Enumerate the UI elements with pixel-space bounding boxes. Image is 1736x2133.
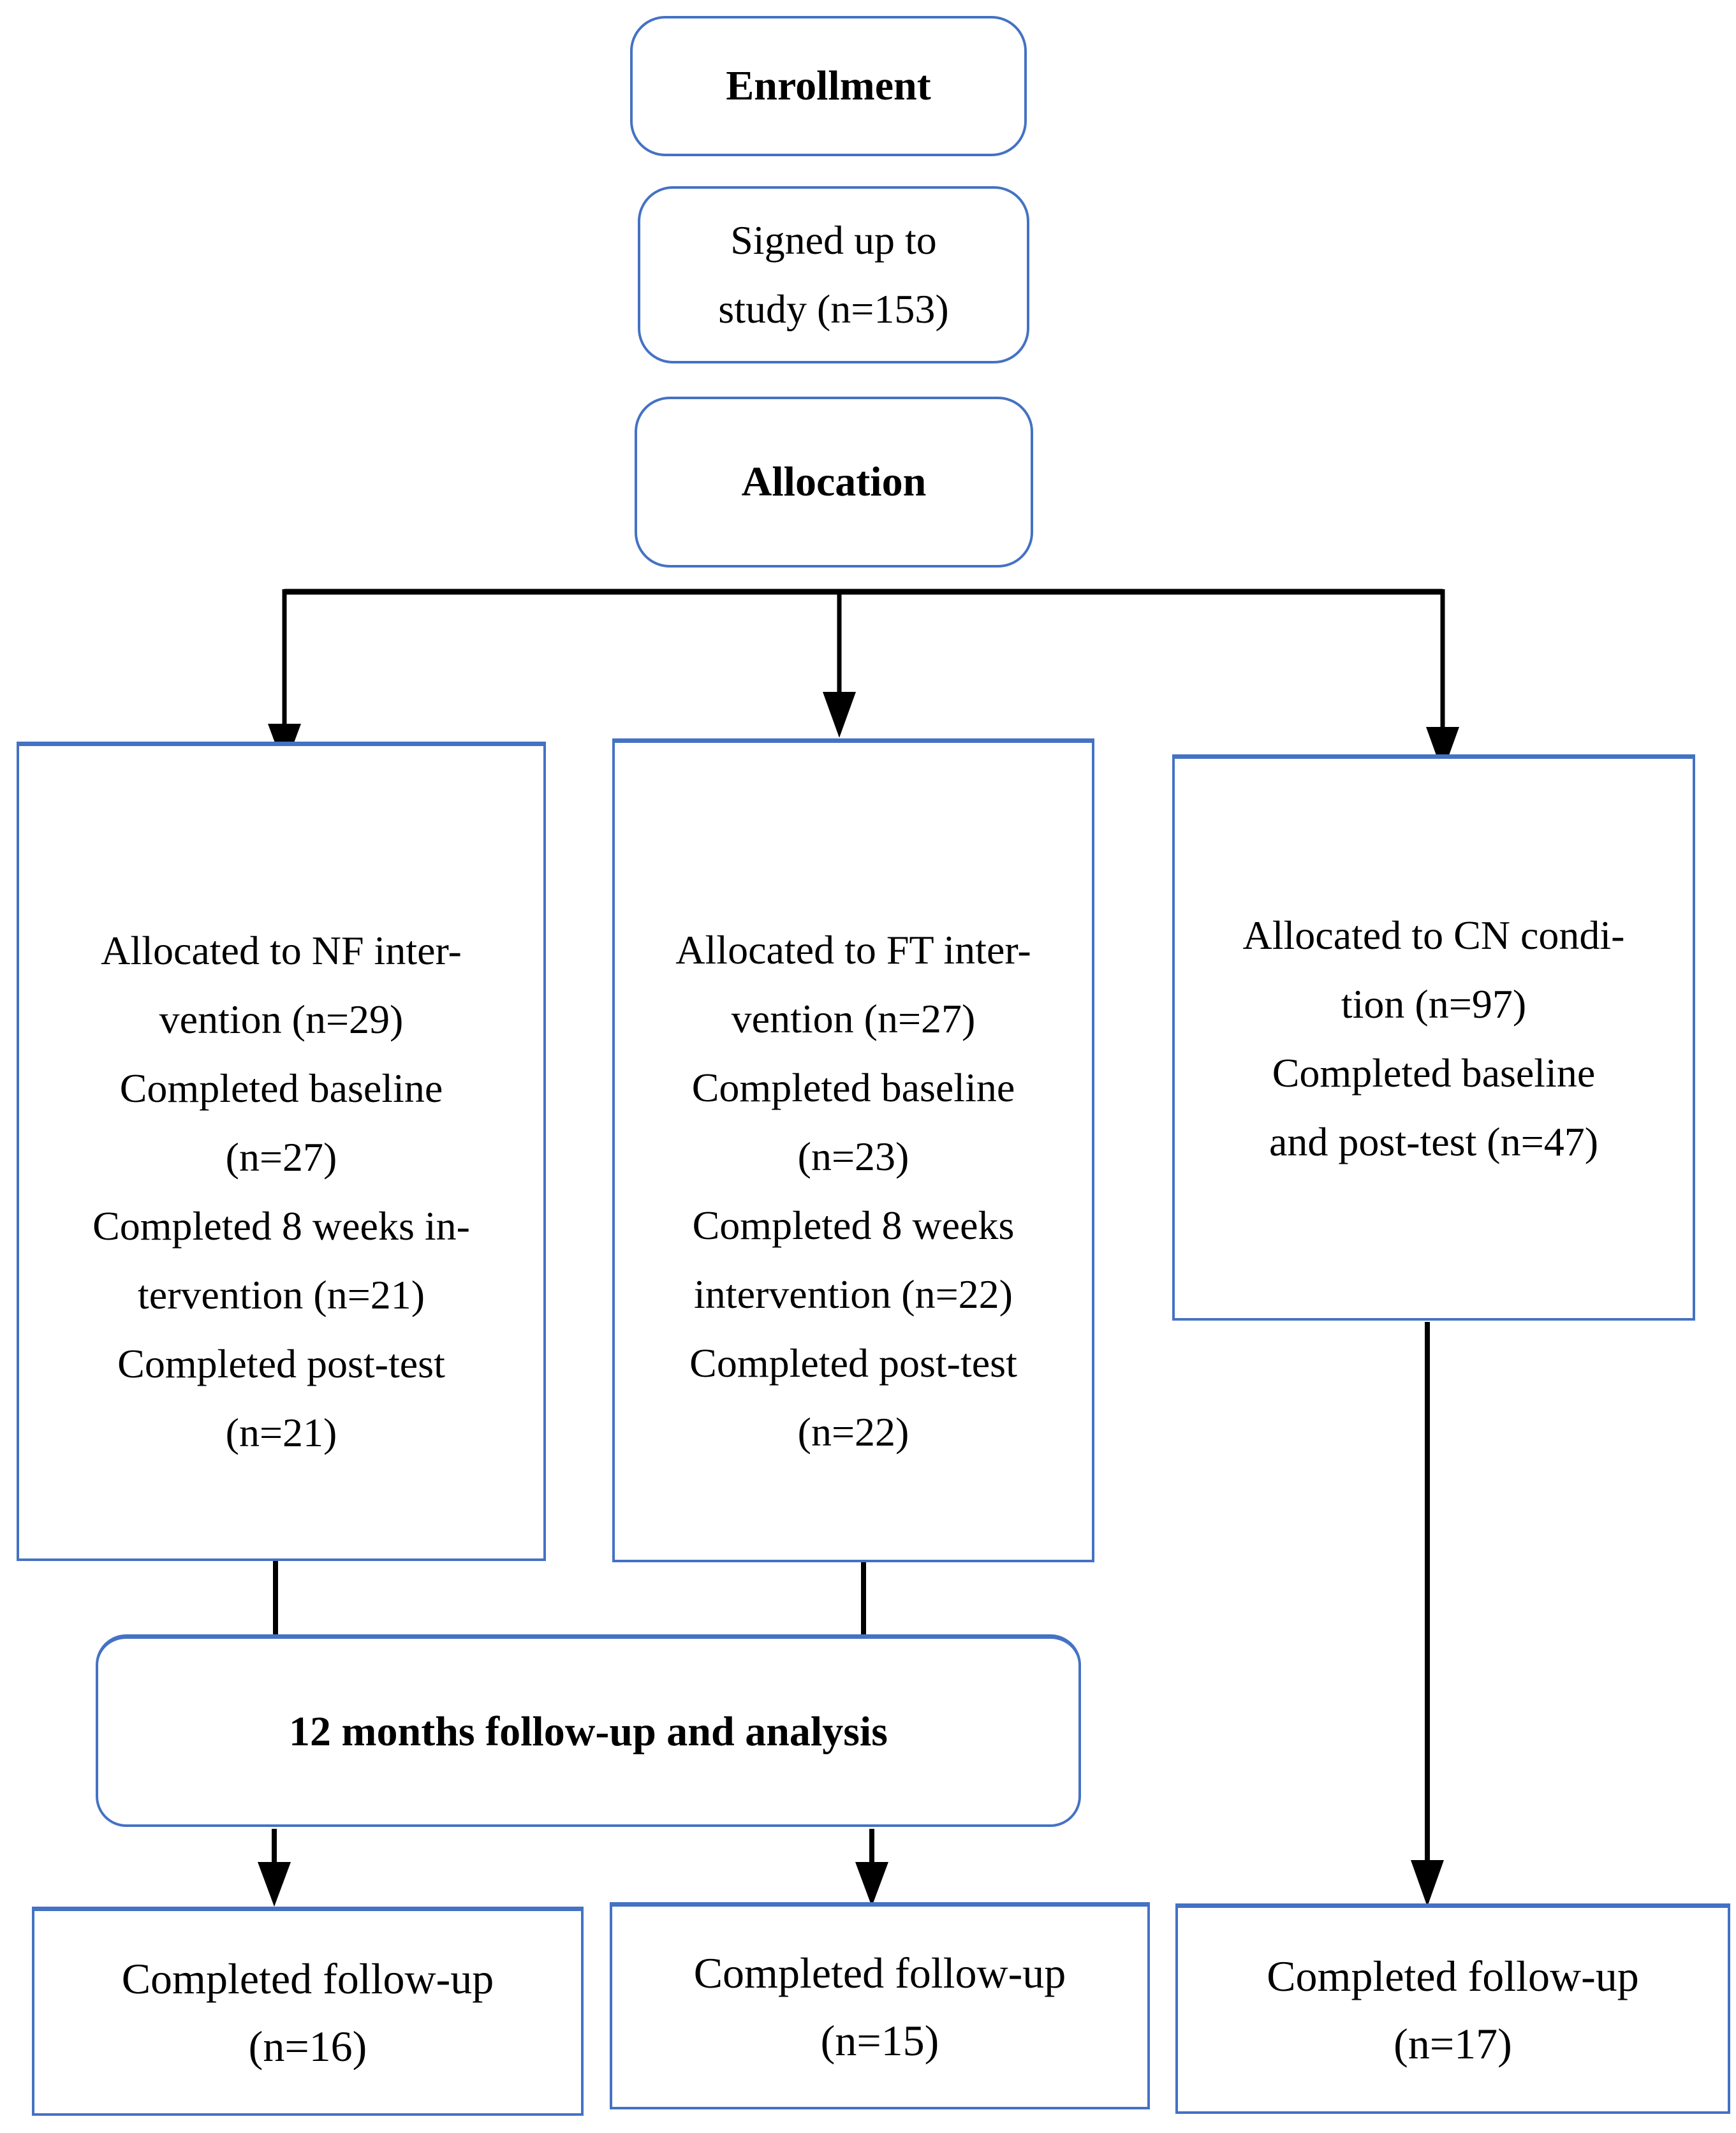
nf-followup-result-box: Completed follow-up(n=16) <box>32 1907 584 2116</box>
followup-analysis-label: 12 months follow-up and analysis <box>289 1708 888 1755</box>
enrollment-label: Enrollment <box>726 62 931 109</box>
cn-followup-result-text: Completed follow-up(n=17) <box>1267 1951 1639 2068</box>
nf-intervention-text: Allocated to NF inter-vention (n=29)Comp… <box>92 928 470 1455</box>
cn-condition-box: Allocated to CN condi-tion (n=97)Complet… <box>1172 754 1695 1321</box>
cn-followup-result-box: Completed follow-up(n=17) <box>1175 1903 1730 2114</box>
nf-intervention-box: Allocated to NF inter-vention (n=29)Comp… <box>17 742 546 1561</box>
ft-intervention-box: Allocated to FT inter-vention (n=27)Comp… <box>612 738 1094 1562</box>
arrowhead-nf-result <box>258 1862 291 1907</box>
allocation-label: Allocation <box>741 458 927 505</box>
ft-followup-result-box: Completed follow-up(n=15) <box>610 1902 1150 2109</box>
ft-intervention-text: Allocated to FT inter-vention (n=27)Comp… <box>675 927 1031 1455</box>
allocation-box: Allocation <box>635 397 1033 568</box>
arrowhead-ft <box>823 692 856 738</box>
enrollment-box: Enrollment <box>630 16 1027 156</box>
arrowhead-ft-result <box>855 1862 888 1907</box>
nf-followup-result-text: Completed follow-up(n=16) <box>121 1954 494 2071</box>
ft-followup-result-text: Completed follow-up(n=15) <box>693 1949 1066 2065</box>
arrowhead-cn-result <box>1411 1860 1444 1907</box>
cn-condition-text: Allocated to CN condi-tion (n=97)Complet… <box>1242 912 1625 1164</box>
followup-analysis-box: 12 months follow-up and analysis <box>96 1634 1081 1827</box>
